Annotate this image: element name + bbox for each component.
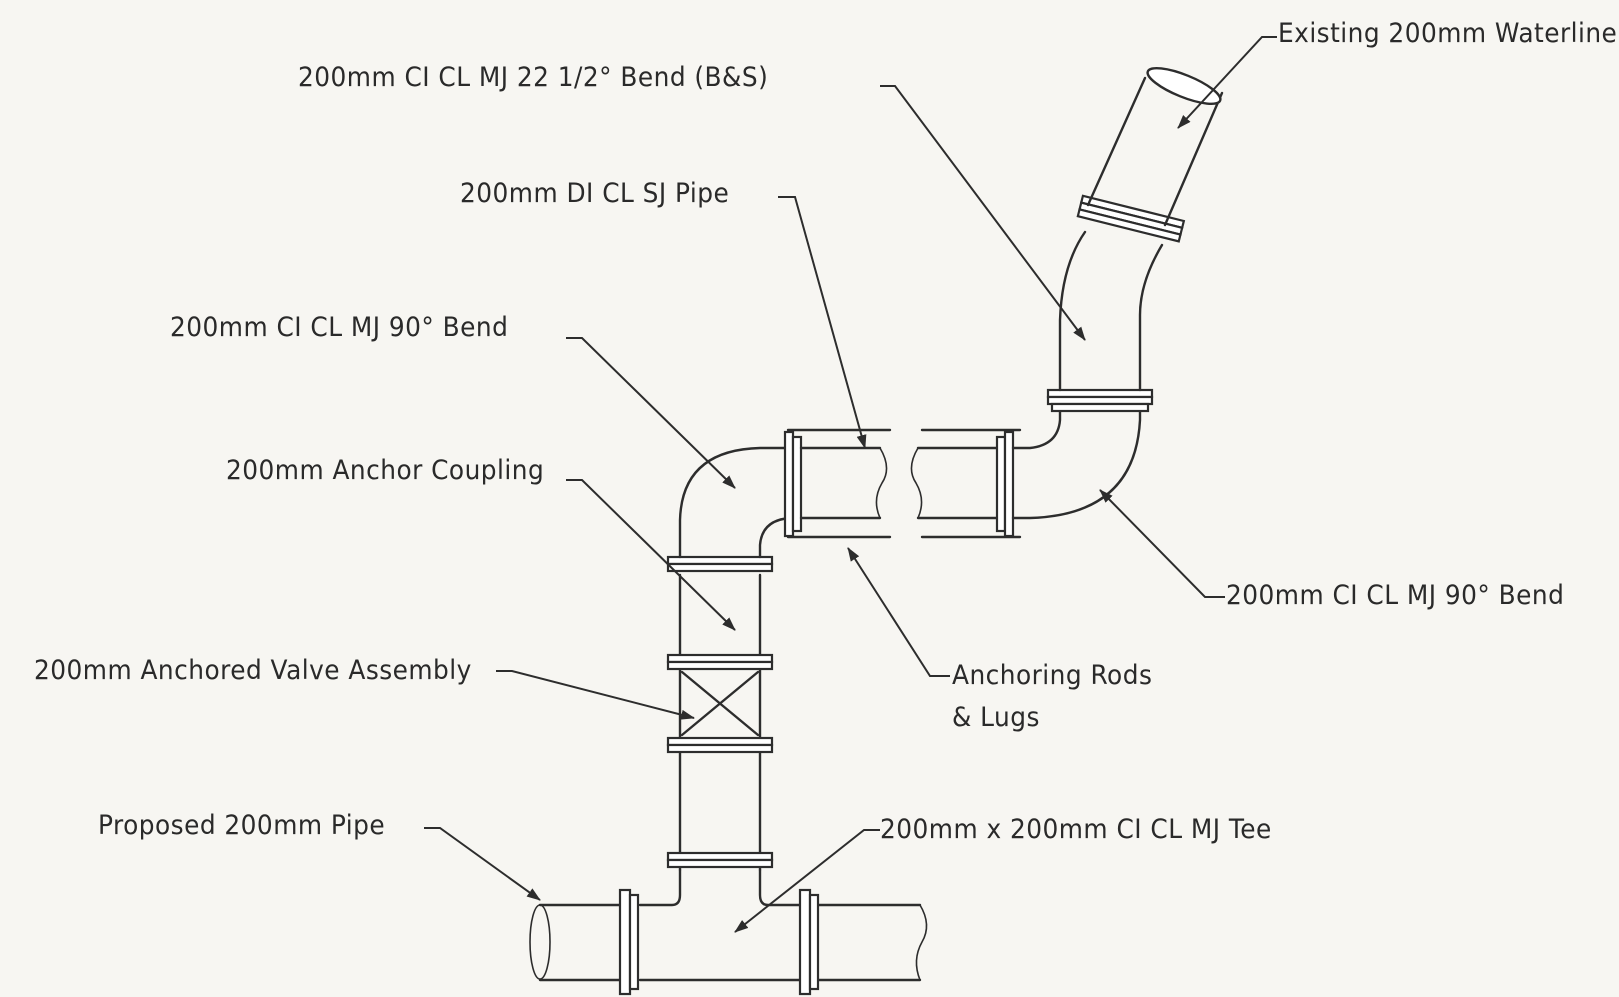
left-bend-joint (783, 430, 803, 538)
label-di-sj-pipe: 200mm DI CL SJ Pipe (460, 178, 730, 209)
vertical-riser-pipe (678, 573, 762, 872)
label-proposed-pipe: Proposed 200mm Pipe (98, 810, 386, 841)
bend-22-joint (1076, 194, 1186, 243)
label-tee: 200mm x 200mm CI CL MJ Tee (880, 814, 1272, 845)
label-bend-90-right: 200mm CI CL MJ 90° Bend (1226, 580, 1565, 611)
right-bend-joint (995, 430, 1015, 538)
bend-22-half (1058, 230, 1164, 392)
label-valve-assembly: 200mm Anchored Valve Assembly (34, 655, 472, 686)
proposed-main-pipe (529, 868, 928, 982)
label-bend-90-left: 200mm CI CL MJ 90° Bend (170, 312, 509, 343)
riser-joint-bottom (666, 851, 774, 869)
label-anchoring-lugs: & Lugs (952, 702, 1040, 733)
tee-right-joint (798, 888, 820, 996)
right-bend-top-joint (1046, 388, 1154, 413)
di-sj-pipe (799, 446, 999, 520)
label-bend-22: 200mm CI CL MJ 22 1/2° Bend (B&S) (298, 62, 769, 93)
label-anchor-coupling: 200mm Anchor Coupling (226, 455, 545, 486)
existing-waterline-pipe (1086, 66, 1224, 227)
left-90-bend (678, 446, 792, 559)
label-existing-waterline: Existing 200mm Waterline (1278, 18, 1618, 49)
anchor-coupling-joint (666, 555, 774, 573)
label-anchoring-rods: Anchoring Rods (952, 660, 1153, 691)
anchoring-rods (786, 428, 1022, 539)
tee-left-joint (618, 888, 640, 996)
leader-lines (424, 36, 1277, 933)
right-90-bend (1011, 408, 1142, 520)
valve-assembly (666, 653, 774, 754)
